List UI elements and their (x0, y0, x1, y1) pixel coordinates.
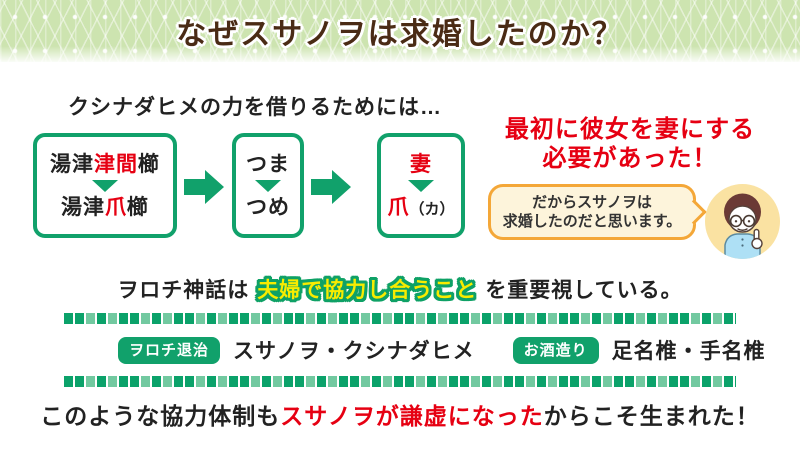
conclusion-headline-line2: 必要があった！ (542, 145, 718, 172)
pairs-row: ヲロチ退治 スサノヲ・クシナダヒメ お酒造り 足名椎・手名椎 (118, 333, 766, 367)
flow-box2-bottom-text: つめ (246, 195, 290, 219)
flow-box-tsuma-tsume: つま つめ (232, 133, 304, 238)
final-conclusion-sentence: このような協力体制もスサノヲが謙虚になったからこそ生まれた！ (0, 397, 800, 431)
speech-bubble-line1: だからスサノヲは (532, 194, 652, 211)
page-title: なぜスサノヲは求婚したのか？ (176, 18, 624, 51)
dashed-divider-bottom (64, 376, 736, 387)
flow-box-yutsu-tsumagushi: 湯津津間櫛 湯津爪櫛 (33, 133, 177, 238)
title-banner: なぜスサノヲは求婚したのか？ (0, 0, 800, 62)
green-triangle-down-icon (408, 179, 434, 192)
green-triangle-down-icon (92, 179, 118, 192)
dashed-divider-top (64, 313, 736, 324)
tag-osakezukuri-value: 足名椎・手名椎 (611, 340, 766, 363)
myth-sentence-prefix: ヲロチ神話は (117, 279, 250, 302)
tag-orochi-taiji: ヲロチ退治 (118, 336, 221, 364)
flow-box1-bottom-text: 湯津爪櫛 (61, 195, 149, 219)
flow-box3-bottom-text: 爪（カ） (387, 195, 455, 219)
final-sentence-suffix: からこそ生まれた！ (543, 403, 760, 429)
final-sentence-highlight: スサノヲが謙虚になった (280, 403, 544, 429)
myth-sentence-highlight: 夫婦で協力し合うこと (257, 279, 478, 302)
flow-box-tsuma-tsume-kanji: 妻 爪（カ） (377, 133, 465, 238)
tag-orochi-taiji-value: スサノヲ・クシナダヒメ (233, 340, 475, 363)
tag-osakezukuri: お酒造り (512, 336, 599, 364)
green-block-arrow-icon (311, 170, 351, 204)
flow-box1-top-text: 湯津津間櫛 (50, 152, 160, 176)
flow-box2-top-text: つま (246, 152, 290, 176)
intro-text: クシナダヒメの力を借りるためには… (68, 96, 442, 119)
speech-bubble: だからスサノヲは 求婚したのだと思います。 (488, 184, 696, 240)
myth-emphasis-sentence: ヲロチ神話は夫婦で協力し合うことを重要視している。 (0, 274, 800, 304)
myth-sentence-suffix: を重要視している。 (485, 279, 683, 302)
boy-avatar-icon (705, 184, 780, 259)
conclusion-headline: 最初に彼女を妻にする 必要があった！ (486, 115, 774, 173)
conclusion-headline-line1: 最初に彼女を妻にする (504, 116, 756, 143)
green-block-arrow-icon (184, 170, 224, 204)
green-triangle-down-icon (255, 179, 281, 192)
final-sentence-prefix: このような協力体制も (40, 403, 281, 429)
flow-box3-top-text: 妻 (410, 152, 432, 176)
speech-bubble-line2: 求婚したのだと思います。 (502, 213, 682, 230)
